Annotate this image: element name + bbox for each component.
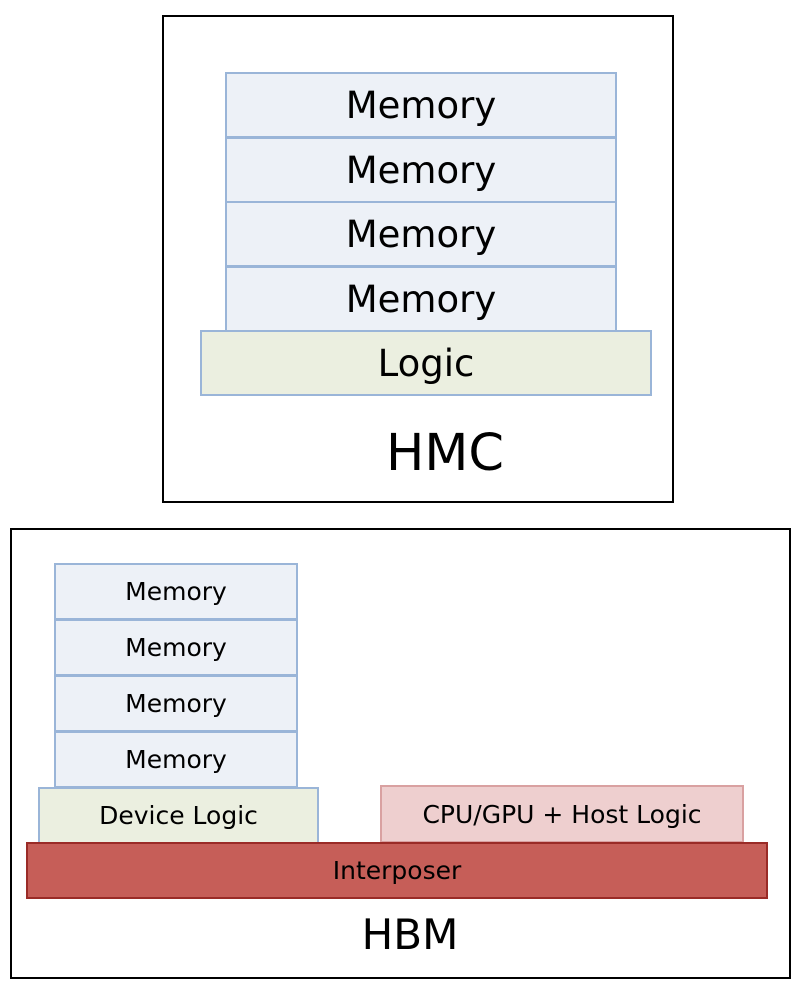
hmc-memory-layer-1: Memory [225,72,617,138]
hmc-logic-layer: Logic [200,330,652,396]
hmc-caption: HMC [386,424,504,483]
hbm-memory-layer-1: Memory [54,563,298,620]
hbm-memory-layer-4: Memory [54,731,298,788]
hmc-memory-layer-3: Memory [225,201,617,267]
hbm-device-logic: Device Logic [38,787,319,844]
hmc-memory-layer-4: Memory [225,266,617,332]
hbm-memory-layer-3: Memory [54,675,298,732]
hbm-caption: HBM [361,910,459,959]
hmc-memory-layer-2: Memory [225,137,617,203]
hbm-interposer: Interposer [26,842,768,899]
hbm-memory-layer-2: Memory [54,619,298,676]
hbm-host-logic: CPU/GPU + Host Logic [380,785,744,843]
